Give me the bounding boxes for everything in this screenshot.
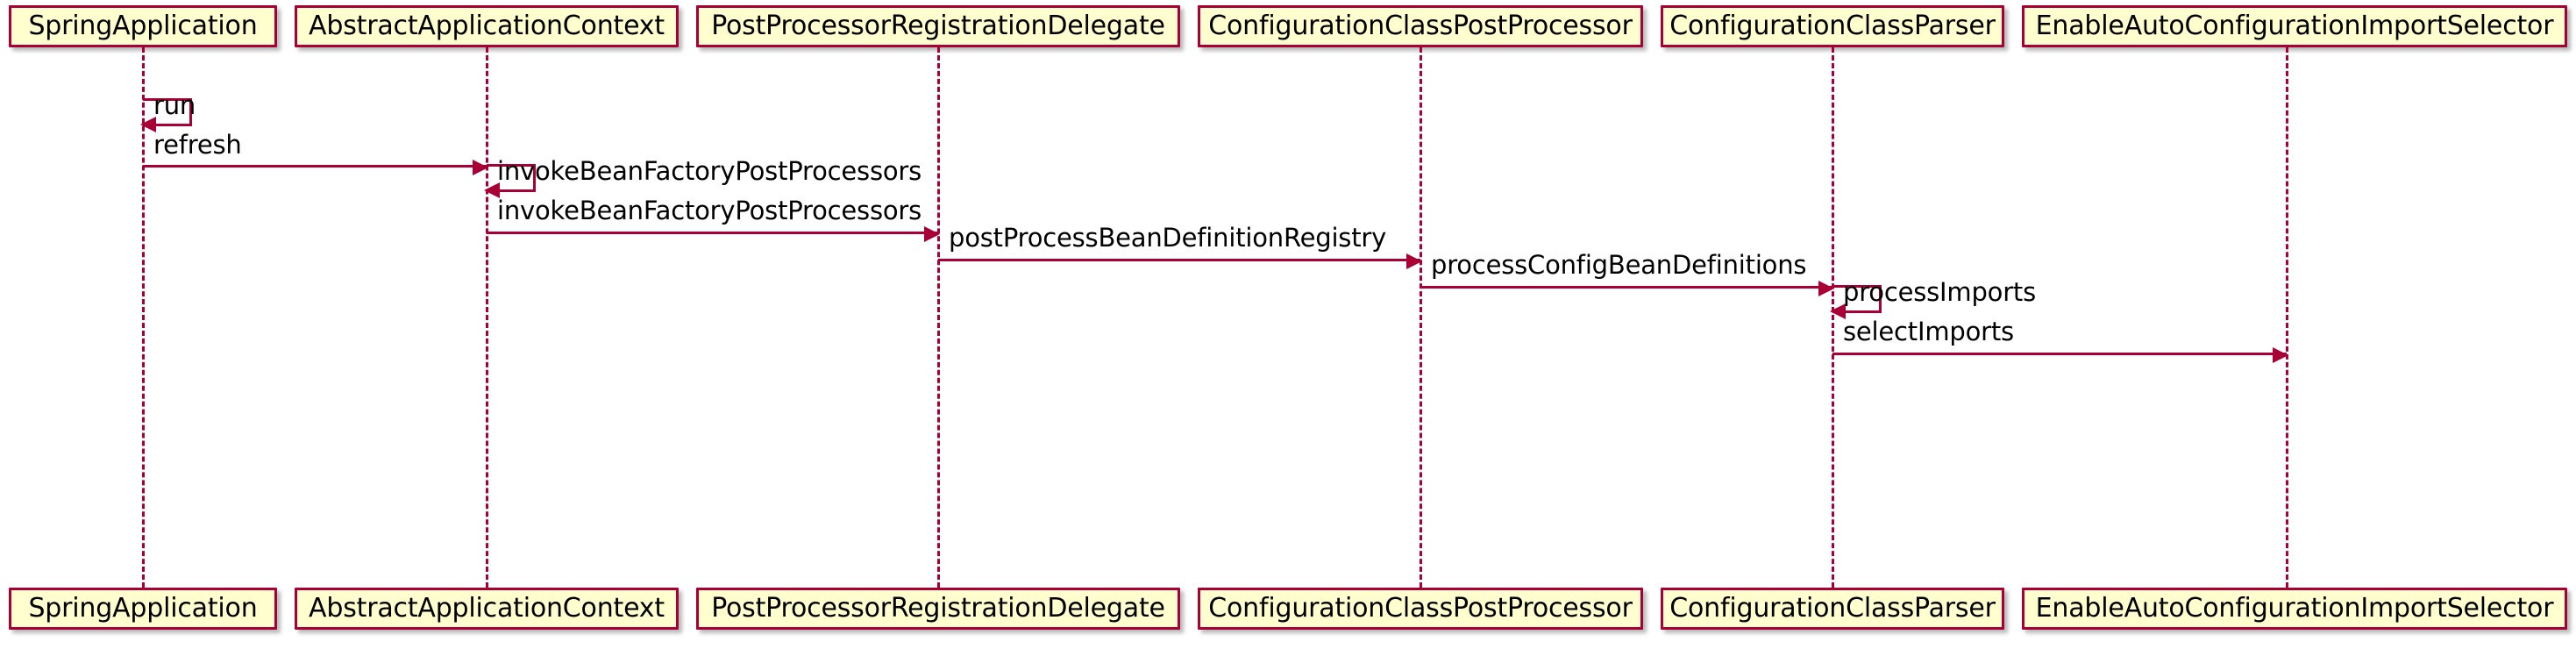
lifeline-spring-application: [142, 47, 145, 588]
message-arrow-processconfigbeandefinitions[interactable]: [1420, 281, 1834, 296]
participant-label: PostProcessorRegistrationDelegate: [711, 593, 1165, 624]
participant-bottom-configuration-class-parser[interactable]: ConfigurationClassParser: [1661, 588, 2004, 630]
message-arrow-postprocessbeandefinitionregistry[interactable]: [938, 253, 1422, 269]
participant-top-post-processor-registration-delegate[interactable]: PostProcessorRegistrationDelegate: [696, 5, 1180, 47]
participant-label: SpringApplication: [28, 11, 258, 41]
message-label-processimports: processImports: [1843, 277, 2036, 307]
arrowhead-icon: [473, 160, 488, 175]
self-message-run[interactable]: [140, 98, 192, 132]
participant-label: ConfigurationClassParser: [1669, 11, 1996, 41]
participant-label: AbstractApplicationContext: [309, 11, 665, 41]
participant-label: EnableAutoConfigurationImportSelector: [2035, 11, 2554, 41]
message-arrow-refresh[interactable]: [143, 160, 488, 175]
arrowhead-icon: [1406, 253, 1422, 269]
arrowhead-icon: [1830, 303, 1846, 319]
participant-top-configuration-class-parser[interactable]: ConfigurationClassParser: [1661, 5, 2004, 47]
message-label-postprocessbeandefinitionregistry: postProcessBeanDefinitionRegistry: [949, 223, 1387, 253]
message-arrow-selectimports[interactable]: [1832, 347, 2288, 363]
participant-label: ConfigurationClassPostProcessor: [1208, 11, 1633, 41]
participant-label: SpringApplication: [28, 593, 258, 624]
arrowhead-icon: [2273, 347, 2288, 363]
participant-bottom-spring-application[interactable]: SpringApplication: [9, 588, 277, 630]
participant-bottom-enable-auto-configuration-import-selector[interactable]: EnableAutoConfigurationImportSelector: [2022, 588, 2567, 630]
message-label-invokebeanfactorypostprocessors: invokeBeanFactoryPostProcessors: [497, 156, 922, 186]
participant-top-enable-auto-configuration-import-selector[interactable]: EnableAutoConfigurationImportSelector: [2022, 5, 2567, 47]
message-label-run: run: [153, 90, 196, 120]
lifeline-post-processor-registration-delegate: [937, 47, 940, 588]
participant-top-abstract-application-context[interactable]: AbstractApplicationContext: [295, 5, 679, 47]
participant-label: PostProcessorRegistrationDelegate: [711, 11, 1165, 41]
participant-label: EnableAutoConfigurationImportSelector: [2035, 593, 2554, 624]
arrowhead-icon: [484, 182, 500, 198]
self-message-invokebeanfactorypostprocessors[interactable]: [484, 164, 536, 198]
lifeline-enable-auto-configuration-import-selector: [2286, 47, 2288, 588]
participant-bottom-post-processor-registration-delegate[interactable]: PostProcessorRegistrationDelegate: [696, 588, 1180, 630]
arrowhead-icon: [924, 226, 940, 242]
participant-label: AbstractApplicationContext: [309, 593, 665, 624]
participant-bottom-abstract-application-context[interactable]: AbstractApplicationContext: [295, 588, 679, 630]
participant-top-spring-application[interactable]: SpringApplication: [9, 5, 277, 47]
message-label-invokebeanfactorypostprocessors: invokeBeanFactoryPostProcessors: [497, 196, 922, 225]
message-arrow-invokebeanfactorypostprocessors[interactable]: [487, 226, 940, 242]
participant-bottom-configuration-class-post-processor[interactable]: ConfigurationClassPostProcessor: [1198, 588, 1643, 630]
lifeline-abstract-application-context: [486, 47, 488, 588]
message-label-processconfigbeandefinitions: processConfigBeanDefinitions: [1431, 250, 1807, 280]
participant-label: ConfigurationClassParser: [1669, 593, 1996, 624]
message-label-refresh: refresh: [153, 130, 242, 160]
arrowhead-icon: [1818, 281, 1834, 296]
participant-label: ConfigurationClassPostProcessor: [1208, 593, 1633, 624]
self-message-processimports[interactable]: [1830, 285, 1882, 319]
participant-top-configuration-class-post-processor[interactable]: ConfigurationClassPostProcessor: [1198, 5, 1643, 47]
lifeline-configuration-class-post-processor: [1420, 47, 1422, 588]
arrowhead-icon: [140, 117, 156, 132]
message-label-selectimports: selectImports: [1843, 317, 2014, 346]
